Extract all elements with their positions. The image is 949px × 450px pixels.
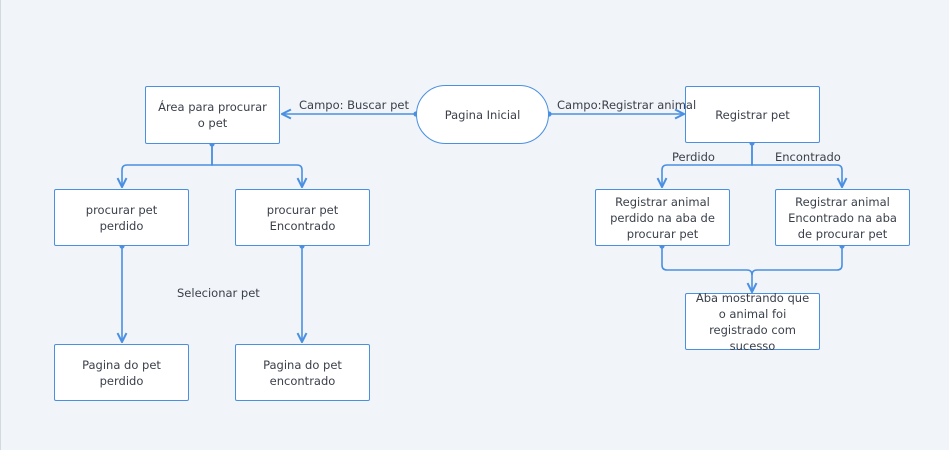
- edge-encontrado-to-sucesso: [751, 246, 843, 276]
- edge-procurar-to-encontrado: [211, 144, 302, 187]
- edge-label-encontrado: Encontrado: [775, 150, 841, 164]
- node-registrar-encontrado-text: Registrar animal Encontrado na aba de pr…: [788, 194, 897, 241]
- node-aba-sucesso-text: Aba mostrando que o animal foi registrad…: [695, 290, 810, 353]
- node-registrar-pet[interactable]: Registrar pet: [685, 86, 820, 143]
- edge-registrar-to-perdido: [662, 143, 753, 187]
- node-procurar-encontrado[interactable]: procurar pet Encontrado: [235, 189, 370, 246]
- node-aba-sucesso[interactable]: Aba mostrando que o animal foi registrad…: [685, 291, 820, 353]
- node-registrar-pet-text: Registrar pet: [715, 107, 790, 122]
- edge-label-campo-registrar: Campo:Registrar animal: [557, 98, 697, 112]
- edge-label-perdido: Perdido: [672, 150, 715, 164]
- edge-registrar-to-encontrado: [751, 143, 842, 187]
- edge-procurar-to-perdido: [122, 144, 213, 187]
- node-procurar-encontrado-text: procurar pet Encontrado: [266, 202, 339, 233]
- node-pagina-perdido[interactable]: Pagina do pet perdido: [54, 344, 189, 401]
- node-pagina-encontrado[interactable]: Pagina do pet encontrado: [235, 344, 370, 401]
- node-pagina-perdido-text: Pagina do pet perdido: [82, 357, 161, 388]
- edge-label-selecionar: Selecionar pet: [177, 286, 260, 300]
- node-pagina-inicial-text: Pagina Inicial: [444, 107, 521, 122]
- node-registrar-perdido-text: Registrar animal perdido na aba de procu…: [610, 194, 715, 241]
- node-registrar-perdido[interactable]: Registrar animal perdido na aba de procu…: [595, 189, 730, 246]
- edge-perdido-to-sucesso: [661, 246, 752, 292]
- node-procurar-perdido-text: procurar pet perdido: [85, 202, 158, 233]
- node-area-procurar-text: Área para procurar o pet: [158, 100, 267, 130]
- node-procurar-perdido[interactable]: procurar pet perdido: [54, 189, 189, 246]
- edge-label-campo-buscar: Campo: Buscar pet: [299, 98, 409, 112]
- node-pagina-encontrado-text: Pagina do pet encontrado: [263, 357, 342, 388]
- node-pagina-inicial[interactable]: Pagina Inicial: [416, 85, 549, 144]
- node-registrar-encontrado[interactable]: Registrar animal Encontrado na aba de pr…: [775, 189, 910, 246]
- node-area-procurar[interactable]: Área para procurar o pet: [145, 86, 280, 144]
